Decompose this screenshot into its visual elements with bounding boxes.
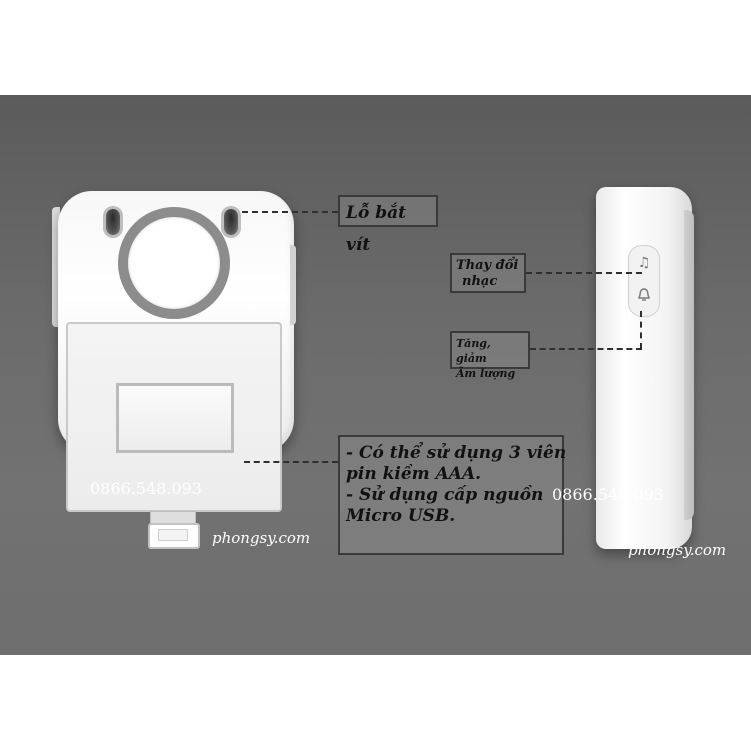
- product-photo-scene: ♫ Lỗ bắt vít Thay đổi nhạc Tăng, giảm Âm…: [0, 95, 751, 655]
- device-side-strip: [684, 210, 694, 520]
- volume-callout-riser: [640, 311, 642, 349]
- screw-hole-callout: Lỗ bắt vít: [338, 195, 438, 255]
- volume-line2: Âm lượng: [456, 367, 516, 380]
- music-callout-line: [526, 272, 642, 274]
- watermark-phone-right: 0866.548.093: [552, 485, 664, 504]
- watermark-phone-left: 0866.548.093: [90, 479, 202, 498]
- volume-line1: Tăng, giảm: [456, 337, 491, 365]
- watermark-site-right: phongsy.com: [628, 541, 727, 559]
- label-window: [116, 383, 234, 453]
- volume-callout-line: [530, 348, 642, 350]
- bell-volume-icon: [635, 286, 653, 304]
- device-front-left-edge: [52, 207, 60, 327]
- screw-hole-right: [224, 209, 238, 235]
- power-info-callout: - Có thể sử dụng 3 viên pin kiềm AAA. - …: [338, 435, 567, 555]
- volume-callout: Tăng, giảm Âm lượng: [450, 331, 530, 380]
- screw-hole-left: [106, 209, 120, 235]
- change-music-line1: Thay đổi: [456, 258, 519, 273]
- side-button-panel: ♫: [628, 245, 660, 317]
- device-front-right-edge: [290, 245, 296, 325]
- info-callout-line: [244, 461, 338, 463]
- watermark-site-left: phongsy.com: [212, 529, 311, 547]
- music-note-icon: ♫: [637, 255, 651, 271]
- info-line-2: pin kiềm AAA.: [346, 464, 482, 484]
- info-line-3: - Sử dụng cấp nguồn: [346, 485, 544, 505]
- info-line-4: Micro USB.: [346, 506, 456, 526]
- speaker-ring: [118, 207, 230, 319]
- change-music-callout: Thay đổi nhạc: [450, 253, 526, 293]
- screw-callout-line: [242, 211, 338, 213]
- change-music-line2: nhạc: [462, 274, 498, 289]
- info-line-1: - Có thể sử dụng 3 viên: [346, 443, 567, 463]
- cover-clip-inner: [158, 529, 188, 541]
